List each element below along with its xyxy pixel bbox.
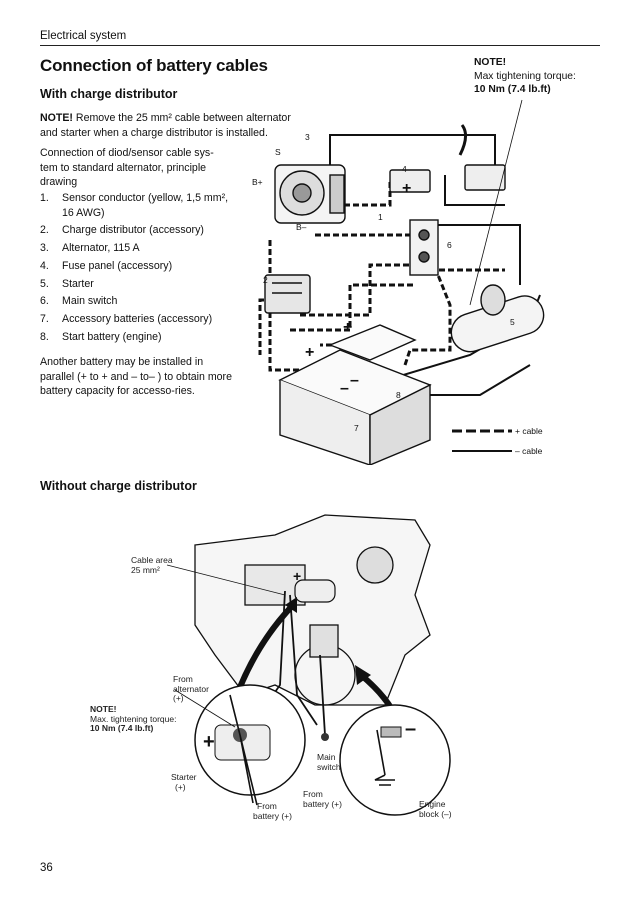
item-number: 2. — [40, 224, 49, 237]
plus-cable — [300, 263, 415, 317]
main-switch-label: Main switch — [317, 752, 341, 772]
callout-number: 2 — [263, 275, 268, 285]
plus-cable — [403, 254, 452, 366]
item-number: 7. — [40, 313, 49, 326]
header-rule — [40, 45, 600, 46]
note-label: NOTE! — [40, 112, 73, 124]
starter-on-engine — [294, 579, 336, 603]
item-number: 8. — [40, 331, 49, 344]
item-text: Alternator, 115 A — [62, 242, 140, 255]
page-number: 36 — [40, 862, 53, 874]
minus-symbol: – — [350, 372, 359, 389]
starter-detail-circle: + — [194, 684, 306, 806]
main-switch-terminal — [321, 733, 329, 741]
callout-number: 1 — [378, 212, 383, 222]
cable-legend: + cable – cable — [452, 426, 543, 456]
list-item: 8. Start battery (engine) — [40, 330, 240, 345]
callout-number: 5 — [510, 317, 515, 327]
item-number: 6. — [40, 295, 49, 308]
note-torque-diagram2: NOTE! Max. tightening torque: 10 Nm (7.4… — [90, 704, 177, 733]
minus-symbol: – — [405, 718, 416, 740]
wiring-diagram-with-distributor: + + – – + 1 2 3 4 5 6 7 8 S B+ B– + cabl… — [252, 99, 545, 465]
plus-symbol: + — [305, 344, 314, 361]
item-text: Start battery (engine) — [62, 331, 162, 344]
plus-symbol: + — [402, 180, 411, 197]
terminal-label: S — [275, 147, 281, 157]
item-number: 1. — [40, 192, 49, 204]
item-text: Accessory batteries (accessory) — [62, 313, 213, 326]
fuse-panel — [389, 124, 506, 193]
list-item: 7. Accessory batteries (accessory) — [40, 312, 240, 327]
callout-number: 8 — [396, 390, 401, 400]
batteries — [278, 324, 432, 465]
component-list: 1. Sensor conductor (yellow, 1,5 mm², 16 … — [40, 191, 240, 348]
terminal-label: B+ — [252, 177, 263, 187]
list-item: 3. Alternator, 115 A — [40, 241, 240, 256]
charge-distributor — [264, 274, 311, 314]
from-battery-label-a: From battery (+) — [253, 801, 292, 821]
engine-diagram-without-distributor: + – + — [166, 514, 451, 816]
page-title: Connection of battery cables — [40, 56, 268, 75]
minus-cable — [444, 175, 505, 206]
item-text: Starter — [62, 277, 94, 290]
list-item: 1. Sensor conductor (yellow, 1,5 mm², 16 … — [40, 191, 240, 220]
minus-cable — [435, 224, 521, 285]
callout-number: 4 — [402, 164, 407, 174]
note-torque-line: Max tightening torque: — [474, 70, 576, 82]
parallel-battery-text: Another battery may be installed in para… — [40, 356, 232, 397]
item-text: Charge distributor (accessory) — [62, 224, 204, 237]
note-remove-cable: NOTE! Remove the 25 mm² cable between al… — [40, 111, 300, 141]
starter-motor — [450, 284, 545, 353]
subtitle-with-distributor: With charge distributor — [40, 87, 178, 101]
legend-plus-cable: + cable — [515, 426, 543, 436]
item-number: 4. — [40, 259, 49, 272]
main-switch — [409, 219, 439, 276]
callout-number: 6 — [447, 240, 452, 250]
item-number: 5. — [40, 277, 49, 290]
cable-area-label: Cable area 25 mm² — [131, 555, 173, 575]
note-label: NOTE! — [474, 57, 507, 68]
from-battery-label-b: From battery (+) — [303, 789, 342, 809]
plus-symbol: + — [343, 319, 352, 336]
callout-number: 3 — [305, 132, 310, 142]
list-item: 6. Main switch — [40, 294, 240, 309]
minus-symbol: – — [340, 380, 349, 397]
item-text: Main switch — [62, 295, 118, 308]
plus-cable — [315, 223, 422, 237]
engine-block — [194, 514, 431, 706]
callout-number: 7 — [354, 423, 359, 433]
from-alternator-label: From alternator (+) — [173, 674, 209, 703]
plus-symbol: + — [293, 568, 301, 584]
alternator — [274, 164, 346, 224]
item-text: Fuse panel (accessory) — [62, 259, 173, 272]
item-number: 3. — [40, 242, 49, 255]
engine-block-label: Engine block (–) — [419, 799, 452, 819]
list-item: 4. Fuse panel (accessory) — [40, 259, 240, 274]
note-torque: NOTE! Max tightening torque: 10 Nm (7.4 … — [474, 56, 576, 97]
plus-cable — [290, 283, 415, 332]
legend-minus-cable: – cable — [515, 446, 543, 456]
note-torque-value: 10 Nm (7.4 lb.ft) — [474, 84, 551, 95]
intro-text: Connection of diod/sensor cable sys-tem … — [40, 147, 214, 188]
note-text: Remove the 25 mm² cable between alternat… — [40, 112, 291, 139]
engine-ground-detail-circle: – — [339, 704, 451, 816]
subtitle-without-distributor: Without charge distributor — [40, 479, 197, 493]
section-header: Electrical system — [40, 30, 127, 42]
list-item: 2. Charge distributor (accessory) — [40, 223, 240, 238]
plus-symbol: + — [203, 731, 215, 753]
list-item: 5. Starter — [40, 277, 240, 292]
starter-label: Starter (+) — [171, 772, 197, 792]
terminal-label: B– — [296, 222, 307, 232]
item-text: Sensor conductor (yellow, 1,5 mm², 16 AW… — [62, 192, 229, 219]
